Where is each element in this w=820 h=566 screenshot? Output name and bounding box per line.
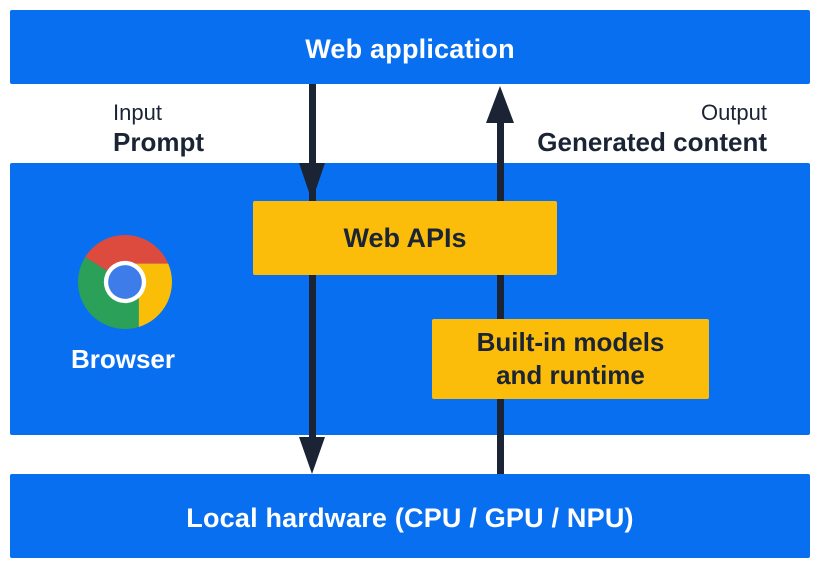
output-arrowhead-to-web-application bbox=[486, 86, 514, 123]
input-arrowhead-to-local-hardware bbox=[299, 437, 325, 474]
output-flow-label: Output Generated content bbox=[537, 100, 767, 157]
local-hardware-label: Local hardware (CPU / GPU / NPU) bbox=[186, 503, 634, 533]
output-generated-content-label: Generated content bbox=[537, 127, 767, 157]
web-apis-label: Web APIs bbox=[343, 222, 467, 253]
browser-label: Browser bbox=[70, 344, 176, 374]
output-caption: Output bbox=[700, 100, 767, 125]
chrome-icon bbox=[78, 235, 172, 329]
builtin-models-box: Built-in models and runtime bbox=[432, 319, 709, 399]
builtin-models-label: Built-in models and runtime bbox=[476, 327, 665, 390]
input-prompt-label: Prompt bbox=[113, 127, 204, 157]
input-flow-label: Input Prompt bbox=[113, 100, 204, 157]
layer-web-application: Web application bbox=[10, 10, 810, 84]
input-caption: Input bbox=[113, 100, 162, 125]
web-application-label: Web application bbox=[305, 34, 515, 64]
output-arrow-line bbox=[497, 120, 504, 474]
web-apis-box: Web APIs bbox=[253, 201, 557, 275]
input-arrowhead-to-web-apis bbox=[299, 163, 325, 201]
layer-local-hardware: Local hardware (CPU / GPU / NPU) bbox=[10, 474, 810, 558]
